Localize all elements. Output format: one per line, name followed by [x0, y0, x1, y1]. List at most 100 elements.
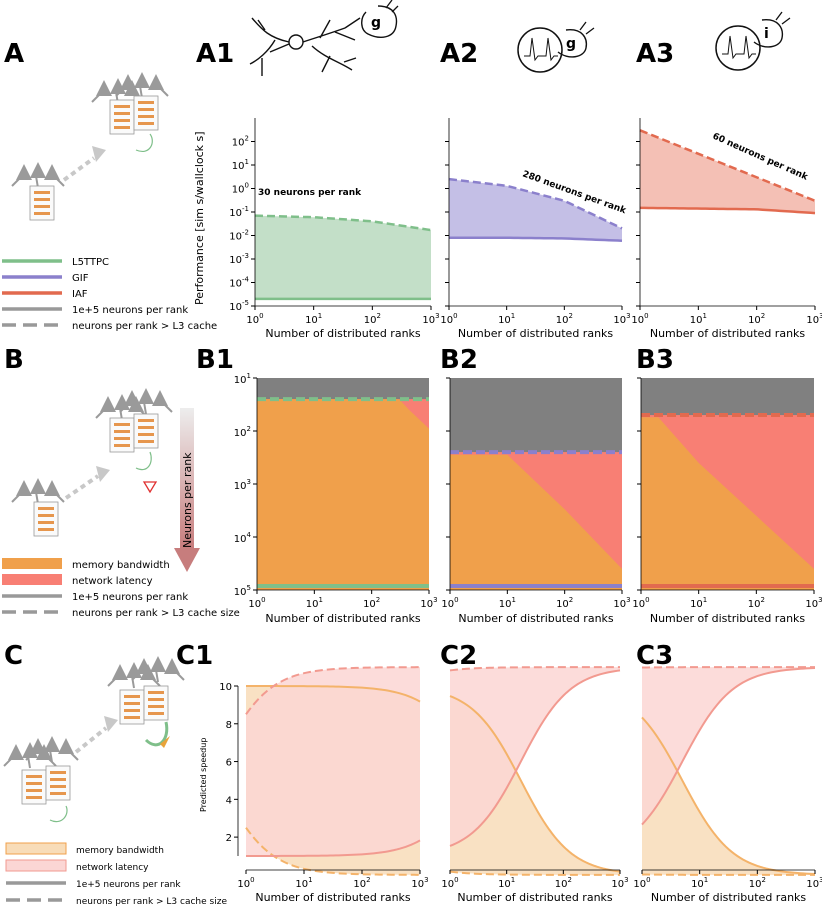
y-tick-label: 101 — [234, 372, 251, 386]
model-icon-A2: g — [517, 21, 595, 73]
model-letter-A2: g — [566, 36, 576, 52]
x-axis-label: Number of distributed ranks — [650, 327, 806, 340]
y-tick-label: 10-4 — [229, 276, 249, 290]
network-latency-band — [450, 667, 620, 846]
legend-label: neurons per rank > L3 cache size — [72, 608, 240, 619]
chart-A1: 100 101 102 103 10-5 10-4 10-3 10-2 10-1 100 101 10… — [229, 118, 440, 340]
x-tick-label: 103 — [613, 596, 630, 610]
memory-bandwidth-region — [641, 415, 814, 590]
x-axis-label: Number of distributed ranks — [255, 891, 411, 904]
y-axis-label-A: Performance [sim s/wallclock s] — [193, 131, 206, 305]
memory-bandwidth-band — [642, 717, 815, 875]
x-tick-label: 100 — [631, 312, 648, 326]
x-tick-label: 102 — [363, 596, 380, 610]
warning-icon — [142, 481, 158, 494]
network-1e5-line — [641, 667, 816, 826]
model-icon-A1: g — [361, 0, 399, 38]
legend-swatch — [2, 574, 62, 585]
x-tick-label: 101 — [690, 312, 707, 326]
panel-label-C2: C2 — [440, 641, 477, 671]
neuron-morphology-icon — [249, 17, 361, 76]
x-tick-label: 102 — [749, 876, 766, 890]
y-tick-label: 102 — [232, 135, 249, 149]
y-tick-label: 10 — [219, 682, 232, 693]
x-tick-label: 101 — [690, 596, 707, 610]
y-tick-label: 103 — [234, 478, 251, 492]
legend-label: memory bandwidth — [72, 560, 170, 571]
legend-label: GIF — [72, 273, 89, 284]
y-axis-label: Predicted speedup — [199, 738, 208, 812]
performance-area — [640, 130, 815, 214]
model-letter-A1: g — [371, 15, 381, 31]
x-tick-label: 100 — [441, 876, 458, 890]
model-letter-A3: i — [764, 26, 769, 42]
x-tick-label: 102 — [556, 312, 573, 326]
cache-limit-line — [639, 129, 816, 202]
x-axis-label: Number of distributed ranks — [458, 327, 614, 340]
y-tick-label: 104 — [234, 531, 252, 545]
x-tick-label: 100 — [440, 312, 457, 326]
schematic-B — [11, 387, 173, 537]
x-tick-label: 102 — [353, 876, 370, 890]
legend-label: 1e+5 neurons per rank — [76, 880, 181, 890]
memory-cache-line — [449, 870, 621, 876]
x-tick-label: 103 — [613, 312, 630, 326]
y-tick-label: 100 — [232, 182, 249, 196]
y-tick-label: 6 — [226, 758, 232, 769]
panel-label-A2: A2 — [440, 39, 478, 69]
legend-label: 1e+5 neurons per rank — [72, 305, 188, 316]
memory-bandwidth-region — [450, 452, 622, 590]
panel-label-B: B — [4, 345, 24, 375]
y-tick-label: 101 — [232, 158, 249, 172]
legend-label: 1e+5 neurons per rank — [72, 592, 188, 603]
x-tick-label: 101 — [306, 596, 323, 610]
x-axis-label: Number of distributed ranks — [265, 327, 421, 340]
x-tick-label: 103 — [422, 312, 439, 326]
y-tick-label: 4 — [226, 795, 232, 806]
y-tick-label: 2 — [226, 833, 232, 844]
x-tick-label: 101 — [305, 312, 322, 326]
y-tick-label: 105 — [234, 584, 251, 598]
x-tick-label: 100 — [441, 596, 458, 610]
x-tick-label: 103 — [420, 596, 437, 610]
x-tick-label: 101 — [498, 876, 515, 890]
network-latency-band — [642, 667, 815, 825]
x-axis-label: Number of distributed ranks — [650, 612, 806, 625]
legend-label: memory bandwidth — [76, 846, 164, 856]
model-icon-A3: i — [715, 11, 791, 71]
panel-label-C: C — [4, 641, 23, 671]
x-tick-label: 100 — [246, 312, 263, 326]
cache-limit-line — [448, 177, 623, 230]
x-tick-label: 103 — [806, 312, 822, 326]
network-1e5-line — [245, 839, 421, 857]
neurons-1e5-line — [449, 236, 623, 242]
x-axis-label: Number of distributed ranks — [651, 891, 807, 904]
y-tick-label: 10-3 — [229, 252, 249, 266]
x-tick-label: 103 — [411, 876, 428, 890]
legend-swatch — [2, 558, 62, 569]
y-tick-label: 8 — [226, 720, 232, 731]
x-tick-label: 102 — [748, 596, 765, 610]
performance-area — [449, 179, 622, 241]
x-tick-label: 103 — [611, 876, 628, 890]
y-tick-label: 10-5 — [229, 299, 249, 313]
legend-B: memory bandwidth network latency 1e+5 neur… — [2, 558, 240, 619]
neurons-per-rank-arrow: Neurons per rank — [174, 408, 200, 572]
x-tick-label: 102 — [364, 312, 381, 326]
legend-label: network latency — [72, 576, 153, 587]
x-tick-label: 100 — [248, 596, 265, 610]
x-axis-label: Number of distributed ranks — [265, 612, 421, 625]
y-tick-label: 10-2 — [229, 229, 249, 243]
x-tick-label: 103 — [806, 876, 822, 890]
network-cache-line — [245, 666, 421, 715]
panel-label-B2: B2 — [440, 345, 478, 375]
y-tick-label: 10-1 — [229, 205, 249, 219]
y-tick-label: 102 — [234, 425, 251, 439]
network-cache-line — [449, 666, 621, 672]
performance-area — [255, 215, 431, 299]
